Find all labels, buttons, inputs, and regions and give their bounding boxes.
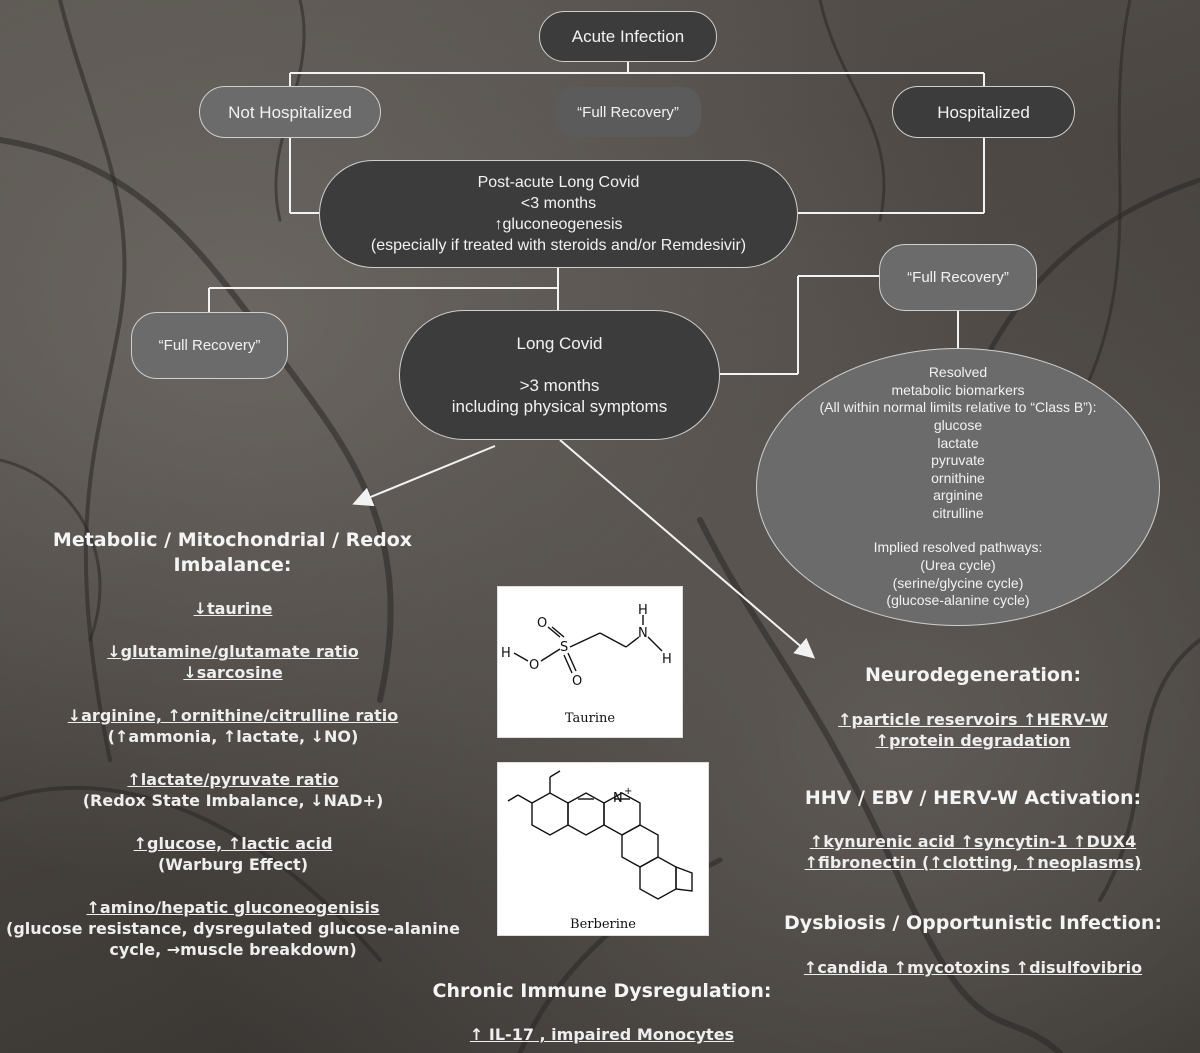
post-acute-line: ↑gluconeogenesis [494, 216, 623, 233]
post-acute-line: Post-acute Long Covid [477, 174, 640, 191]
resolved-line: metabolic biomarkers [891, 381, 1025, 398]
metabolic-item-line: ↓sarcosine [183, 663, 283, 682]
metabolic-item-line: cycle, →muscle breakdown) [109, 940, 357, 959]
metabolic-item-gluconeogenesis: ↑amino/hepatic gluconeogenisis (glucose … [0, 897, 466, 960]
metabolic-item-line: (Redox State Imbalance, ↓NAD+) [82, 791, 384, 810]
resolved-line: pyruvate [931, 452, 985, 469]
full-recovery-top-node: “Full Recovery” [555, 87, 701, 137]
taurine-atom: S [560, 640, 568, 655]
full-recovery-right-node: “Full Recovery” [879, 244, 1037, 311]
not-hospitalized-label: Not Hospitalized [228, 102, 352, 122]
metabolic-item-line: ↑glucose, ↑lactic acid [133, 834, 333, 853]
resolved-line: citrulline [932, 504, 984, 521]
metabolic-item-line: (Warburg Effect) [157, 855, 309, 874]
full-recovery-left-node: “Full Recovery” [131, 312, 288, 379]
taurine-atom: H [662, 652, 672, 667]
hospitalized-label: Hospitalized [937, 102, 1030, 122]
acute-infection-node: Acute Infection [539, 11, 717, 62]
post-acute-node: Post-acute Long Covid <3 months ↑glucone… [319, 160, 798, 268]
resolved-line: (All within normal limits relative to “C… [819, 399, 1097, 416]
berberine-atom: + [624, 786, 632, 797]
long-covid-line: Long Covid [516, 334, 603, 353]
taurine-atom: O [572, 674, 582, 689]
resolved-line: (glucose-alanine cycle) [886, 592, 1030, 609]
neurodegeneration-title: Neurodegeneration: [864, 664, 1082, 686]
berberine-caption: Berberine [570, 917, 636, 932]
hhv-activation-line: ↑kynurenic acid ↑syncytin-1 ↑DUX4 [809, 832, 1137, 851]
resolved-line: Implied resolved pathways: [873, 539, 1043, 556]
taurine-atom: O [529, 658, 539, 673]
metabolic-item-glutamine: ↓glutamine/glutamate ratio ↓sarcosine [0, 641, 466, 683]
metabolic-item-taurine: ↓taurine [0, 598, 466, 619]
post-acute-line: (especially if treated with steroids and… [370, 237, 747, 254]
hospitalized-node: Hospitalized [892, 86, 1075, 138]
arrows [352, 439, 816, 659]
resolved-line: lactate [937, 434, 979, 451]
resolved-line: Resolved [928, 364, 988, 381]
neurodegeneration-line: ↑particle reservoirs ↑HERV-W [838, 710, 1108, 729]
dysbiosis-items: ↑candida ↑mycotoxins ↑disulfovibrio [763, 957, 1183, 978]
berberine-structure: N + [507, 770, 693, 900]
metabolic-item-glucose: ↑glucose, ↑lactic acid (Warburg Effect) [0, 833, 466, 875]
resolved-line: (serine/glycine cycle) [892, 574, 1024, 591]
hhv-activation-items: ↑kynurenic acid ↑syncytin-1 ↑DUX4 ↑fibro… [763, 831, 1183, 873]
full-recovery-left-label: “Full Recovery” [158, 337, 261, 354]
dysbiosis-title: Dysbiosis / Opportunistic Infection: [784, 912, 1162, 934]
taurine-atom: O [537, 616, 547, 631]
long-covid-node: Long Covid >3 months including physical … [399, 310, 720, 440]
immune-dysregulation-items: ↑ IL-17 , impaired Monocytes [402, 1024, 802, 1045]
resolved-line: ornithine [931, 469, 985, 486]
resolved-biomarkers-node: Resolved metabolic biomarkers (All withi… [756, 348, 1160, 626]
full-recovery-right-label: “Full Recovery” [907, 269, 1009, 286]
metabolic-title-line: Metabolic / Mitochondrial / Redox [52, 529, 413, 551]
full-recovery-top-label: “Full Recovery” [577, 103, 679, 121]
arrow-to-metabolic [352, 445, 496, 507]
long-covid-line: >3 months [519, 376, 600, 395]
acute-infection-label: Acute Infection [571, 27, 685, 46]
not-hospitalized-node: Not Hospitalized [199, 86, 381, 138]
metabolic-item-line: ↓glutamine/glutamate ratio [107, 642, 359, 661]
metabolic-item-line: ↓taurine [193, 599, 273, 618]
metabolic-title: Metabolic / Mitochondrial / Redox Imbala… [30, 528, 435, 578]
neurodegeneration-line: ↑protein degradation [875, 731, 1071, 750]
immune-dysregulation-title: Chronic Immune Dysregulation: [432, 980, 772, 1002]
metabolic-item-line: (glucose resistance, dysregulated glucos… [6, 919, 460, 938]
taurine-atom: N [638, 626, 648, 641]
taurine-structure-panel: H O S O O N H H Taurine [497, 586, 683, 738]
taurine-atom: H [638, 603, 648, 618]
berberine-atom: N [613, 791, 623, 806]
neurodegeneration-items: ↑particle reservoirs ↑HERV-W ↑protein de… [773, 709, 1173, 751]
metabolic-item-lactate-pyruvate: ↑lactate/pyruvate ratio (Redox State Imb… [0, 769, 466, 811]
metabolic-title-line: Imbalance: [173, 554, 292, 576]
post-acute-line: <3 months [520, 195, 597, 212]
dysbiosis-line: ↑candida ↑mycotoxins ↑disulfovibrio [803, 958, 1143, 977]
metabolic-item-line: ↓arginine, ↑ornithine/citrulline ratio [67, 706, 399, 725]
metabolic-item-line: ↑lactate/pyruvate ratio [127, 770, 339, 789]
taurine-caption: Taurine [564, 711, 616, 726]
taurine-atom: H [501, 646, 511, 661]
hhv-activation-title: HHV / EBV / HERV-W Activation: [804, 787, 1142, 809]
metabolic-item-line: (↑ammonia, ↑lactate, ↓NO) [107, 727, 359, 746]
flow-connectors [208, 62, 985, 375]
hhv-activation-line: ↑fibronectin (↑clotting, ↑neoplasms) [804, 853, 1142, 872]
resolved-line: glucose [933, 416, 983, 433]
resolved-line: (Urea cycle) [920, 557, 996, 574]
taurine-structure: H O S O O N H H [501, 603, 672, 689]
berberine-structure-panel: N + Berberine [497, 762, 709, 936]
resolved-line: arginine [933, 487, 983, 504]
metabolic-item-line: ↑amino/hepatic gluconeogenisis [86, 898, 380, 917]
long-covid-line: including physical symptoms [451, 397, 668, 416]
metabolic-item-arginine: ↓arginine, ↑ornithine/citrulline ratio (… [0, 705, 466, 747]
immune-dysregulation-line: ↑ IL-17 , impaired Monocytes [469, 1025, 735, 1044]
arrow-to-neurodegeneration [559, 439, 816, 659]
